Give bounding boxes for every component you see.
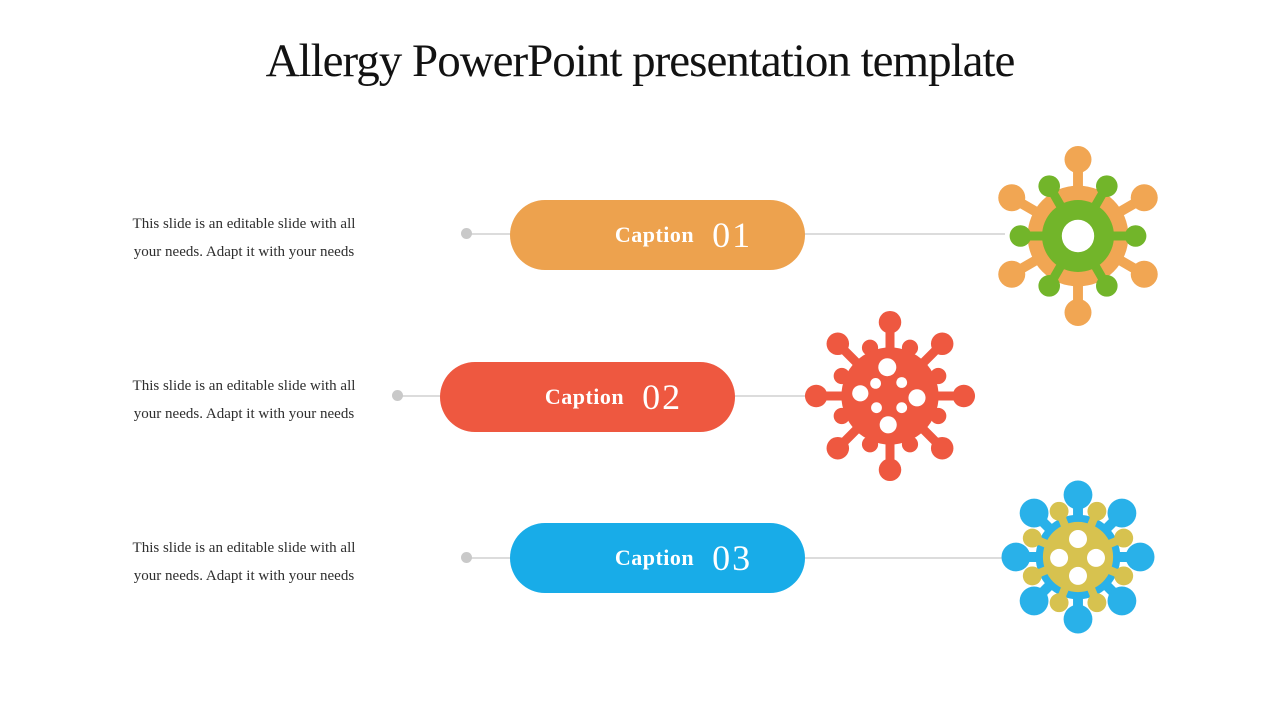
connector-dot <box>461 228 472 239</box>
caption-description-line: your needs. Adapt it with your needs <box>133 244 355 260</box>
allergen-virus-red-icon <box>804 310 976 482</box>
connector-dot <box>461 552 472 563</box>
caption-number: 02 <box>642 377 683 417</box>
caption-pill-01[interactable]: Caption 01 <box>510 200 805 270</box>
caption-description-line: This slide is an editable slide with all <box>132 216 356 232</box>
caption-description-line: your needs. Adapt it with your needs <box>133 568 355 584</box>
caption-number: 03 <box>712 538 753 578</box>
connector-dot <box>392 390 403 401</box>
caption-description: This slide is an editable slide with all… <box>104 372 384 428</box>
caption-description-line: This slide is an editable slide with all <box>132 540 356 556</box>
caption-number: 01 <box>712 215 753 255</box>
caption-description-line: This slide is an editable slide with all <box>132 378 356 394</box>
caption-pill-02[interactable]: Caption 02 <box>440 362 735 432</box>
allergen-virus-blue-yellow-icon <box>1001 480 1155 634</box>
slide-title: Allergy PowerPoint presentation template <box>265 35 1016 87</box>
caption-pill-03[interactable]: Caption 03 <box>510 523 805 593</box>
caption-label: Caption <box>614 545 695 570</box>
caption-description: This slide is an editable slide with all… <box>104 210 384 266</box>
caption-label: Caption <box>614 222 695 247</box>
caption-label: Caption <box>544 384 625 409</box>
caption-description: This slide is an editable slide with all… <box>104 534 384 590</box>
allergen-virus-orange-green-icon <box>998 146 1158 326</box>
caption-description-line: your needs. Adapt it with your needs <box>133 406 355 422</box>
